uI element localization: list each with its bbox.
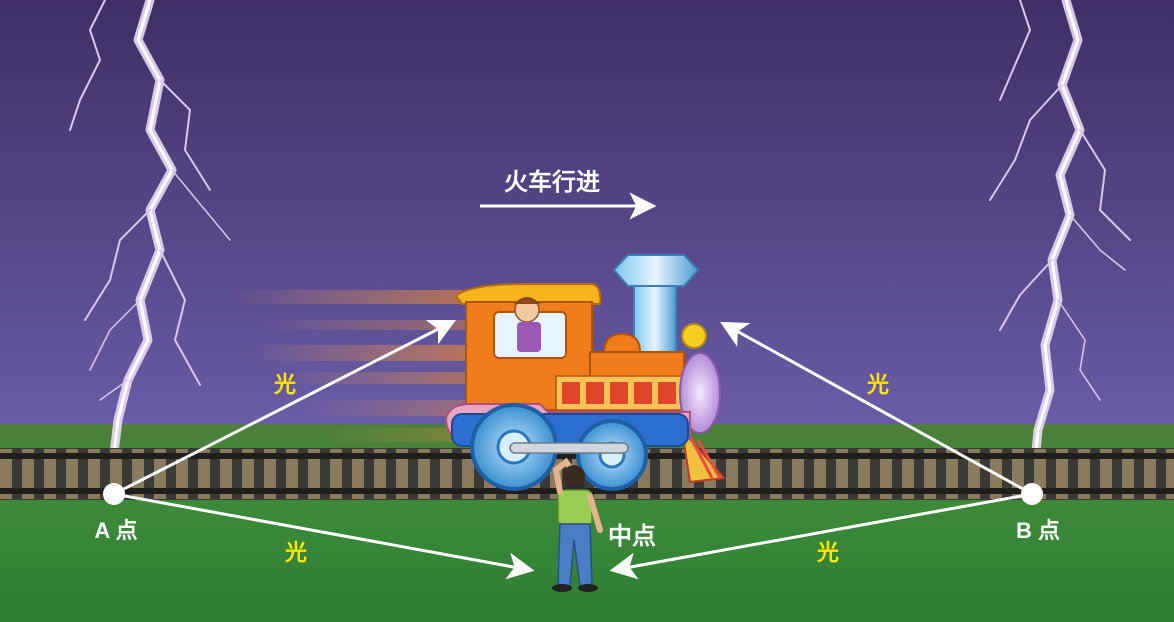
sleeper [264, 449, 276, 499]
sleeper [286, 449, 298, 499]
sleeper [132, 449, 144, 499]
lightning-icon [69, 0, 231, 475]
train-icon [444, 254, 727, 491]
arrow-icon [609, 492, 1033, 580]
sleeper [374, 449, 386, 499]
sleeper [1122, 449, 1134, 499]
sleeper [1166, 449, 1174, 499]
point-a-label: A 点 [94, 518, 137, 543]
sleeper [44, 449, 56, 499]
sleeper [330, 449, 342, 499]
sleeper [154, 449, 166, 499]
person-icon [552, 457, 603, 592]
light-label-b-ground: 光 [816, 540, 839, 565]
sleeper [946, 449, 958, 499]
sleeper [440, 449, 452, 499]
sleeper [880, 449, 892, 499]
sleeper [726, 449, 738, 499]
direction-label: 火车行进 [504, 168, 600, 196]
point-b-dot [1021, 483, 1043, 505]
sleeper [88, 449, 100, 499]
sleeper [66, 449, 78, 499]
sleeper [418, 449, 430, 499]
light-arrows [113, 192, 1033, 580]
light-label-a-train: 光 [273, 372, 296, 397]
sleeper [1100, 449, 1112, 499]
arrow-icon [113, 319, 457, 496]
sleeper [902, 449, 914, 499]
sleeper [308, 449, 320, 499]
sleeper [858, 449, 870, 499]
light-label-a-ground: 光 [284, 540, 307, 565]
sleeper [22, 449, 34, 499]
sleeper [792, 449, 804, 499]
arrow-icon [113, 492, 535, 580]
track-sleepers [0, 449, 1174, 499]
sleeper [814, 449, 826, 499]
point-a-dot [103, 483, 125, 505]
midpoint-label: 中点 [608, 523, 656, 550]
sleeper [770, 449, 782, 499]
sleeper [660, 449, 672, 499]
sleeper [220, 449, 232, 499]
sleeper [836, 449, 848, 499]
sleeper [352, 449, 364, 499]
sleeper [1144, 449, 1156, 499]
sleeper [462, 449, 474, 499]
sleeper [242, 449, 254, 499]
sleeper [198, 449, 210, 499]
sleeper [1056, 449, 1068, 499]
sleeper [396, 449, 408, 499]
sleeper [1078, 449, 1090, 499]
sleeper [924, 449, 936, 499]
motion-blur [230, 290, 470, 442]
point-b-label: B 点 [1016, 518, 1060, 543]
sleeper [0, 449, 12, 499]
lightning-icon [989, 0, 1131, 480]
arrow-icon [720, 321, 1033, 496]
light-label-b-train: 光 [866, 372, 889, 397]
sleeper [748, 449, 760, 499]
